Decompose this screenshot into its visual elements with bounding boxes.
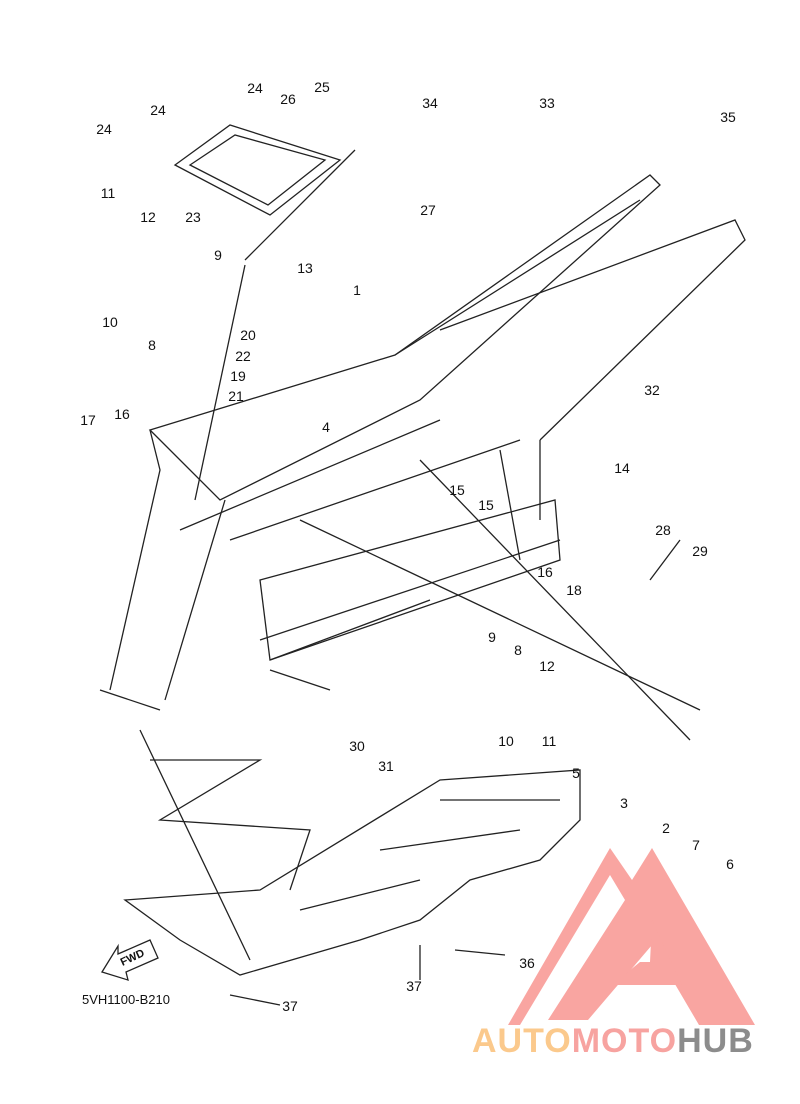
- part-label-25: 25: [314, 79, 330, 95]
- part-label-22: 22: [235, 348, 251, 364]
- part-label-11: 11: [541, 733, 557, 749]
- watermark-moto: MOTO: [571, 1022, 678, 1060]
- part-label-35: 35: [720, 109, 736, 125]
- part-label-19: 19: [230, 368, 246, 384]
- part-label-30: 30: [349, 738, 365, 754]
- watermark-logo-mark: [508, 848, 755, 1025]
- watermark-text: AUTOMOTOHUB: [472, 1022, 754, 1061]
- part-label-28: 28: [655, 522, 671, 538]
- part-label-18: 18: [566, 582, 582, 598]
- part-label-16: 16: [537, 564, 553, 580]
- part-label-13: 13: [297, 260, 313, 276]
- part-label-3: 3: [620, 795, 628, 811]
- part-label-17: 17: [80, 412, 96, 428]
- part-label-2: 2: [662, 820, 670, 836]
- part-label-8: 8: [514, 642, 522, 658]
- part-label-8: 8: [148, 337, 156, 353]
- part-label-31: 31: [378, 758, 394, 774]
- diagram-code: 5VH1100-B210: [82, 992, 170, 1007]
- part-label-37: 37: [282, 998, 298, 1014]
- part-label-20: 20: [240, 327, 256, 343]
- watermark-hub: HUB: [677, 1022, 754, 1060]
- part-label-37: 37: [406, 978, 422, 994]
- part-label-26: 26: [280, 91, 296, 107]
- part-label-36: 36: [519, 955, 535, 971]
- part-label-4: 4: [322, 419, 330, 435]
- part-label-21: 21: [228, 388, 244, 404]
- part-label-11: 11: [100, 185, 116, 201]
- part-label-15: 15: [449, 482, 465, 498]
- part-label-24: 24: [96, 121, 112, 137]
- part-label-6: 6: [726, 856, 734, 872]
- part-label-32: 32: [644, 382, 660, 398]
- part-label-14: 14: [614, 460, 630, 476]
- part-label-24: 24: [247, 80, 263, 96]
- part-label-12: 12: [140, 209, 156, 225]
- part-label-24: 24: [150, 102, 166, 118]
- part-label-34: 34: [422, 95, 438, 111]
- part-label-16: 16: [114, 406, 130, 422]
- part-label-15: 15: [478, 497, 494, 513]
- part-label-5: 5: [572, 765, 580, 781]
- part-label-10: 10: [498, 733, 514, 749]
- part-label-9: 9: [488, 629, 496, 645]
- part-label-7: 7: [692, 837, 700, 853]
- part-label-33: 33: [539, 95, 555, 111]
- part-label-10: 10: [102, 314, 118, 330]
- part-label-29: 29: [692, 543, 708, 559]
- part-label-9: 9: [214, 247, 222, 263]
- watermark-auto: AUTO: [472, 1022, 572, 1060]
- part-label-1: 1: [353, 282, 361, 298]
- part-label-23: 23: [185, 209, 201, 225]
- part-label-27: 27: [420, 202, 436, 218]
- part-label-12: 12: [539, 658, 555, 674]
